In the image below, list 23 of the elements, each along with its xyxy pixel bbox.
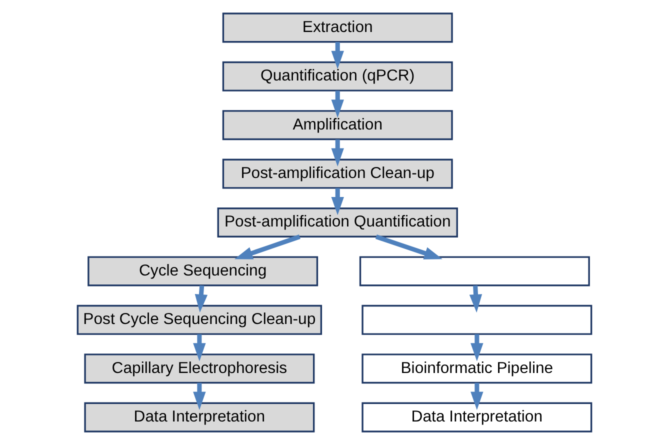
node-box: Data Interpretation: [361, 402, 592, 432]
node-box: Post Cycle Sequencing Clean-up: [76, 304, 322, 334]
arrow: [330, 42, 344, 69]
arrow: [470, 334, 483, 361]
node-box: Capillary Electrophoresis: [84, 353, 314, 384]
node-box: Post-amplification Quantification: [216, 207, 458, 237]
node-box: Bioinformatic Pipeline: [361, 353, 592, 384]
node-box: Post-amplification Clean-up: [222, 158, 452, 188]
arrow: [470, 382, 483, 410]
node-box: Extraction: [222, 12, 452, 42]
node-box: Amplification: [222, 110, 452, 140]
node-box: Data Interpretation: [84, 402, 314, 432]
node-box: [358, 256, 590, 286]
arrow: [194, 284, 208, 312]
arrow: [330, 90, 344, 118]
arrow: [330, 138, 344, 166]
node-box: Quantification (qPCR): [222, 60, 452, 91]
arrow: [192, 334, 206, 361]
node-box: [361, 304, 592, 334]
arrow: [330, 188, 344, 215]
arrow: [192, 382, 206, 410]
arrow: [468, 284, 482, 312]
node-box: Cycle Sequencing: [87, 256, 318, 286]
